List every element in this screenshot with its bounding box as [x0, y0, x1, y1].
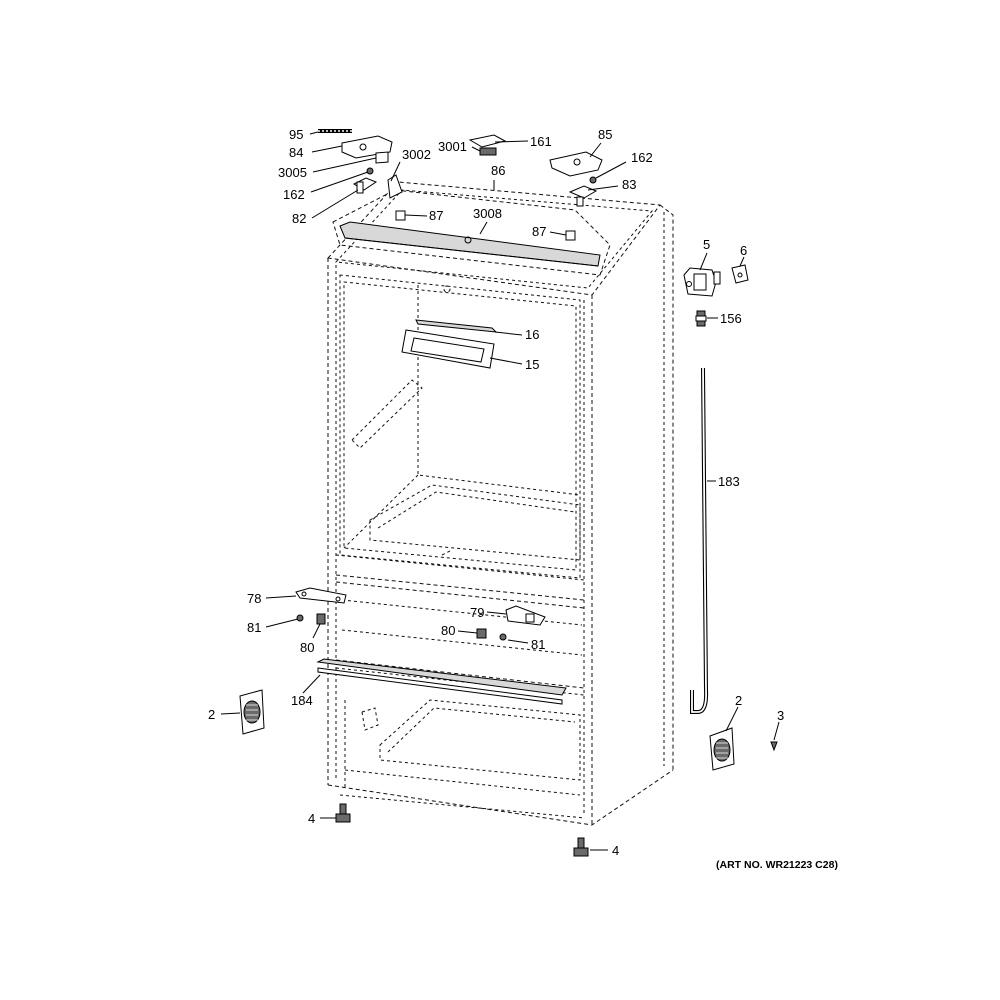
- label-86: 86: [491, 163, 505, 178]
- callout-labels: 95 84 3005 162 82 3001 161 3002 85 162 8…: [208, 127, 838, 871]
- cabinet-outline: [326, 181, 674, 826]
- label-3001: 3001: [438, 139, 467, 154]
- label-79: 79: [470, 605, 484, 620]
- label-15: 15: [525, 357, 539, 372]
- label-2-right: 2: [735, 693, 742, 708]
- label-184: 184: [291, 693, 313, 708]
- label-5: 5: [703, 237, 710, 252]
- label-4-left: 4: [308, 811, 315, 826]
- label-162-left: 162: [283, 187, 305, 202]
- label-81-left: 81: [247, 620, 261, 635]
- label-85: 85: [598, 127, 612, 142]
- label-84: 84: [289, 145, 303, 160]
- label-3: 3: [777, 708, 784, 723]
- label-161: 161: [530, 134, 552, 149]
- leader-lines: [220, 131, 780, 851]
- label-81-right: 81: [531, 637, 545, 652]
- right-side-parts: [683, 264, 778, 752]
- label-80-right: 80: [441, 623, 455, 638]
- label-3002: 3002: [402, 147, 431, 162]
- label-3008: 3008: [473, 206, 502, 221]
- label-3005: 3005: [278, 165, 307, 180]
- label-87-right: 87: [532, 224, 546, 239]
- grille-right: [709, 727, 735, 771]
- leveling-leg-right: [573, 837, 589, 857]
- light-assembly: [401, 319, 498, 369]
- lower-hinge-parts: [295, 587, 546, 641]
- label-183: 183: [718, 474, 740, 489]
- label-82: 82: [292, 211, 306, 226]
- label-6: 6: [740, 243, 747, 258]
- label-156: 156: [720, 311, 742, 326]
- bottom-bar-184: [316, 658, 567, 705]
- grille-left: [239, 689, 265, 735]
- label-78: 78: [247, 591, 261, 606]
- label-16: 16: [525, 327, 539, 342]
- label-80-left: 80: [300, 640, 314, 655]
- art-number: (ART NO. WR21223 C28): [716, 859, 838, 871]
- label-83: 83: [622, 177, 636, 192]
- label-95: 95: [289, 127, 303, 142]
- label-2-left: 2: [208, 707, 215, 722]
- label-87-left: 87: [429, 208, 443, 223]
- label-162-right: 162: [631, 150, 653, 165]
- label-4-right: 4: [612, 843, 619, 858]
- top-cover-assembly: [318, 129, 611, 276]
- leveling-leg-left: [335, 803, 351, 823]
